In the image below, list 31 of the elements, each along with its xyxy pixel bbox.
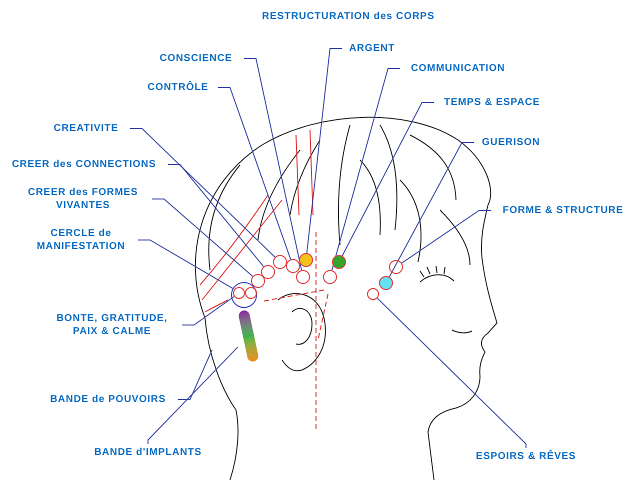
- callout-label: BANDE d'IMPLANTS: [94, 446, 202, 459]
- callout-label: CONTRÔLE: [148, 81, 208, 94]
- leader-line: [148, 346, 238, 444]
- callout-label: TEMPS & ESPACE: [444, 96, 540, 109]
- callout-label: BONTE, GRATITUDE, PAIX & CALME: [55, 312, 169, 338]
- callout-label: GUERISON: [482, 136, 540, 149]
- leader-line: [168, 164, 264, 268]
- leader-line: [401, 210, 492, 264]
- leader-line: [178, 350, 212, 400]
- leader-line: [138, 240, 234, 289]
- callout-label: COMMUNICATION: [410, 62, 506, 75]
- leader-line: [218, 87, 292, 260]
- diagram-title: RESTRUCTURATION des CORPS: [262, 10, 435, 24]
- callout-label: CREER des FORMES VIVANTES: [26, 186, 140, 212]
- callout-label: CREER des CONNECTIONS: [12, 158, 156, 171]
- callout-label: CREATIVITE: [54, 122, 118, 135]
- leader-line: [342, 102, 434, 256]
- callout-label: CONSCIENCE: [160, 52, 232, 65]
- leader-line: [152, 198, 254, 277]
- leader-line: [244, 58, 302, 271]
- callout-label: FORME & STRUCTURE: [502, 204, 624, 217]
- callout-label: CERCLE de MANIFESTATION: [36, 227, 126, 253]
- leader-line: [130, 128, 276, 258]
- callout-label: ESPOIRS & RÊVES: [476, 450, 576, 463]
- callout-label: ARGENT: [349, 42, 395, 55]
- leader-line: [388, 142, 474, 278]
- leader-line: [182, 296, 235, 326]
- leader-line: [376, 298, 526, 448]
- leader-line: [306, 48, 342, 254]
- callout-label: BANDE de POUVOIRS: [50, 393, 166, 406]
- leader-line: [331, 68, 400, 271]
